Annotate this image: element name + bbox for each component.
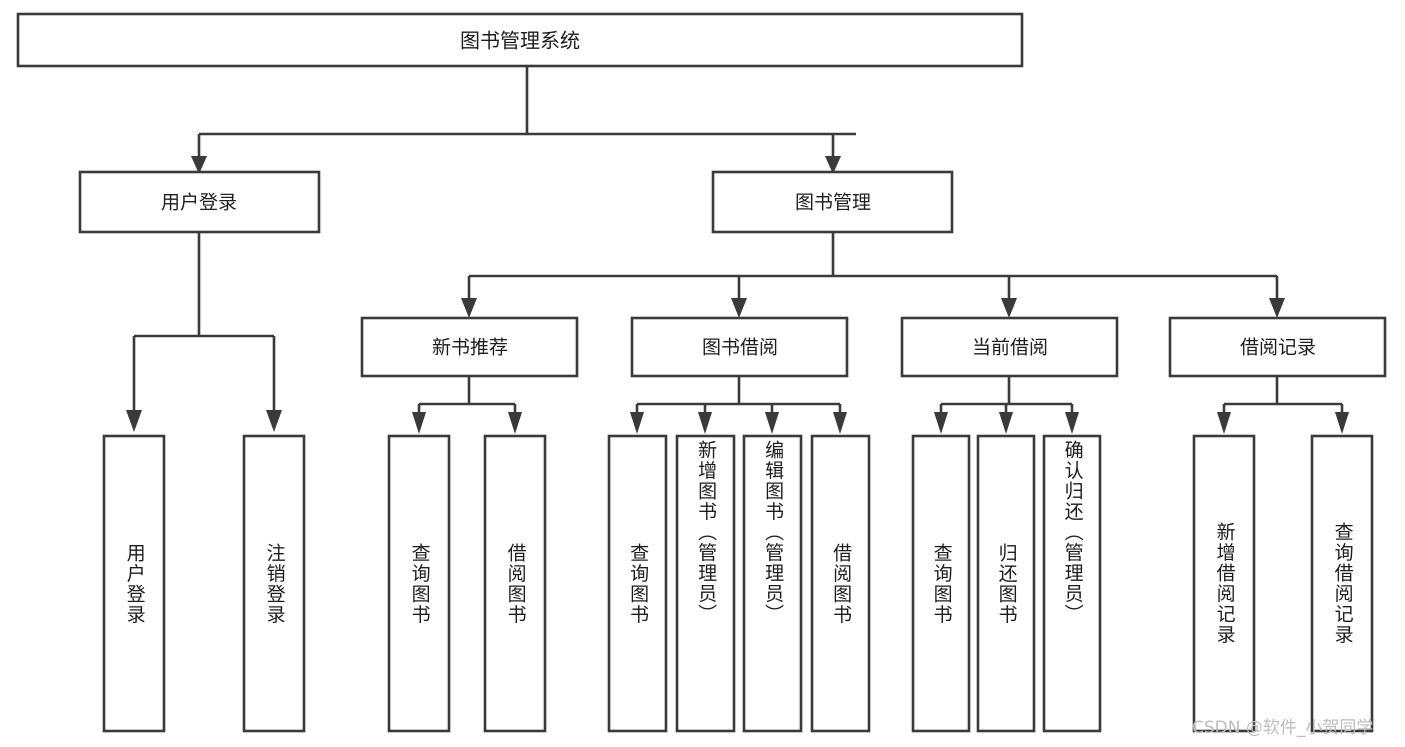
node-root-box[interactable] <box>16 12 1024 68</box>
node-new-book-rec-box[interactable] <box>360 316 579 378</box>
node-current-borrow-label: 当前借阅 <box>972 337 1048 359</box>
node-leaf-10-box[interactable] <box>976 434 1036 733</box>
node-user-login-box[interactable] <box>78 170 321 234</box>
arrow-head-leaf12 <box>1217 412 1231 434</box>
node-new-book-rec-label: 新书推荐 <box>432 337 508 359</box>
node-user-login[interactable]: 用户登录 <box>78 170 321 234</box>
node-borrow-record-box[interactable] <box>1168 316 1387 378</box>
node-leaf-5-box[interactable] <box>607 434 668 733</box>
arrow-head-leaf4 <box>508 412 522 434</box>
node-leaf-3-box[interactable] <box>387 434 451 733</box>
arrow-head-leaf9 <box>934 412 948 434</box>
arrow-head-new-book-rec <box>461 298 477 318</box>
node-leaf-7-box[interactable] <box>742 434 803 733</box>
node-root-label: 图书管理系统 <box>460 29 580 53</box>
node-root[interactable]: 图书管理系统 <box>16 12 1024 68</box>
node-borrow-record-label: 借阅记录 <box>1240 337 1316 359</box>
node-book-mgmt[interactable]: 图书管理 <box>711 170 954 234</box>
arrow-head-leaf8 <box>833 412 847 434</box>
node-leaf-4-box[interactable] <box>483 434 547 733</box>
arrow-head-leaf1 <box>126 410 142 432</box>
node-leaf-8-box[interactable] <box>810 434 871 733</box>
node-book-borrow-label: 图书借阅 <box>702 337 778 359</box>
node-current-borrow[interactable]: 当前借阅 <box>900 316 1119 378</box>
arrow-head-leaf7 <box>765 412 779 434</box>
node-current-borrow-box[interactable] <box>900 316 1119 378</box>
arrow-head-leaf11 <box>1065 412 1079 434</box>
arrow-head-current-borrow <box>1001 298 1017 318</box>
node-book-mgmt-label: 图书管理 <box>795 192 871 214</box>
arrow-head-leaf3 <box>412 412 426 434</box>
node-leaf-2-box[interactable] <box>242 434 306 733</box>
node-leaf-12-box[interactable] <box>1192 434 1256 733</box>
arrow-head-leaf13 <box>1335 412 1349 434</box>
node-borrow-record[interactable]: 借阅记录 <box>1168 316 1387 378</box>
arrow-head-borrow-record <box>1269 298 1285 318</box>
arrow-head-leaf2 <box>266 410 282 432</box>
node-leaf-9-box[interactable] <box>911 434 971 733</box>
connector-group <box>126 66 1349 434</box>
node-book-borrow[interactable]: 图书借阅 <box>630 316 849 378</box>
node-leaf-6-box[interactable] <box>675 434 736 733</box>
node-user-login-label: 用户登录 <box>161 192 237 214</box>
node-leaf-13-box[interactable] <box>1310 434 1374 733</box>
arrow-head-user-login <box>191 156 207 174</box>
arrow-head-book-borrow <box>731 298 747 318</box>
node-leaf-1-box[interactable] <box>102 434 166 733</box>
arrow-head-leaf6 <box>698 412 712 434</box>
arrow-head-leaf10 <box>999 412 1013 434</box>
node-book-borrow-box[interactable] <box>630 316 849 378</box>
node-book-mgmt-box[interactable] <box>711 170 954 234</box>
arrow-head-leaf5 <box>630 412 644 434</box>
arrow-head-book-mgmt <box>825 156 841 174</box>
node-new-book-rec[interactable]: 新书推荐 <box>360 316 579 378</box>
node-leaf-11-box[interactable] <box>1042 434 1102 733</box>
